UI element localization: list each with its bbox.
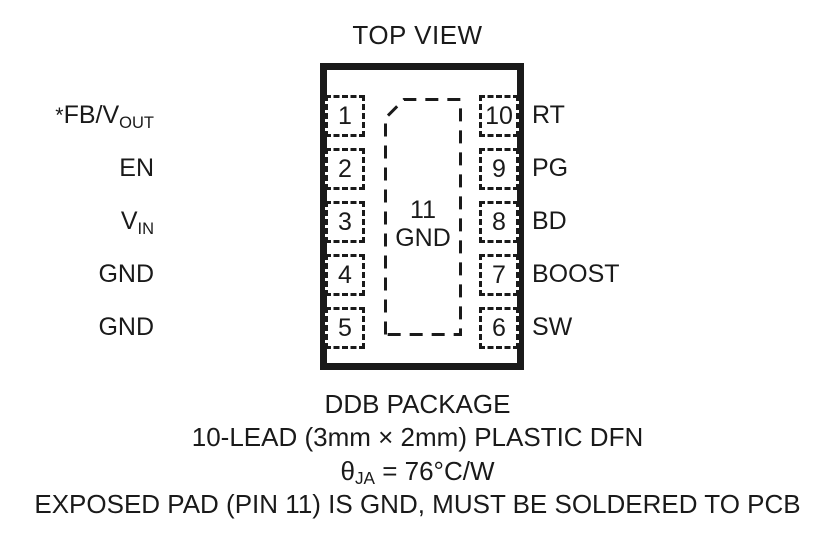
pin-label-gnd-5: GND: [98, 315, 154, 340]
exposed-pad-net: GND: [395, 224, 451, 252]
pin-label-vin: VIN: [120, 207, 154, 237]
caption-exposed-pad-note: EXPOSED PAD (PIN 11) IS GND, MUST BE SOL…: [34, 488, 801, 519]
pin-label-subscript: IN: [137, 219, 155, 238]
theta-subscript: JA: [354, 468, 375, 489]
pin-label-text: PG: [532, 154, 569, 182]
pin-pad-5[interactable]: 5: [325, 307, 365, 349]
exposed-pad-label: 11 GND: [384, 196, 462, 252]
pin-label-subscript: OUT: [119, 113, 154, 132]
caption-thermal-resistance: θJA = 76°C/W: [0, 455, 835, 489]
pin-number-10: 10: [485, 101, 513, 130]
pin-number-8: 8: [492, 207, 506, 236]
pin-label-fb-vout: *FB/VOUT: [55, 101, 154, 131]
pin-number-9: 9: [492, 154, 506, 183]
pin-label-gnd-4: GND: [98, 262, 154, 287]
pin-label-sw: SW: [532, 315, 572, 340]
package-caption: DDB PACKAGE 10-LEAD (3mm × 2mm) PLASTIC …: [0, 388, 835, 521]
pin-label-text: V: [120, 207, 138, 235]
pin-number-2: 2: [338, 154, 352, 183]
pin-pad-9[interactable]: 9: [479, 148, 519, 190]
pin-label-text: RT: [532, 101, 565, 129]
pin-pad-4[interactable]: 4: [325, 254, 365, 296]
pin-label-rt: RT: [532, 103, 565, 128]
pin-label-text: GND: [98, 313, 154, 341]
pin-number-6: 6: [492, 313, 506, 342]
pin-pad-2[interactable]: 2: [325, 148, 365, 190]
exposed-pad-number: 11: [410, 196, 436, 224]
theta-value: = 76°C/W: [375, 455, 495, 486]
pin-label-en: EN: [119, 156, 154, 181]
asterisk-marker: *: [55, 103, 64, 128]
pin-label-text: FB/V: [63, 101, 120, 129]
pin-label-boost: BOOST: [532, 262, 620, 287]
caption-package-name: DDB PACKAGE: [324, 389, 511, 419]
exposed-pad-outline: [384, 98, 462, 336]
page-title: TOP VIEW: [352, 20, 483, 50]
pin-label-text: BD: [532, 207, 567, 235]
pin-label-text: BOOST: [532, 260, 620, 288]
pin-pad-6[interactable]: 6: [479, 307, 519, 349]
pin-number-1: 1: [338, 101, 352, 130]
pin-label-text: SW: [532, 313, 573, 341]
pin-pad-8[interactable]: 8: [479, 201, 519, 243]
theta-symbol: θ: [340, 455, 355, 486]
pin-label-pg: PG: [532, 156, 568, 181]
pin-number-3: 3: [338, 207, 352, 236]
pin-label-text: EN: [119, 154, 154, 182]
pin-number-5: 5: [338, 313, 352, 342]
exposed-pad-shape: [384, 98, 462, 336]
pin-number-4: 4: [338, 260, 352, 289]
pin-pad-3[interactable]: 3: [325, 201, 365, 243]
pin-label-bd: BD: [532, 209, 567, 234]
pin-pad-10[interactable]: 10: [479, 95, 519, 137]
exposed-pad-path: [384, 98, 462, 336]
pin-pad-1[interactable]: 1: [325, 95, 365, 137]
pin-number-7: 7: [492, 260, 506, 289]
caption-lead-count: 10-LEAD (3mm × 2mm) PLASTIC DFN: [191, 422, 644, 453]
pin-pad-7[interactable]: 7: [479, 254, 519, 296]
pin-label-text: GND: [98, 260, 154, 288]
